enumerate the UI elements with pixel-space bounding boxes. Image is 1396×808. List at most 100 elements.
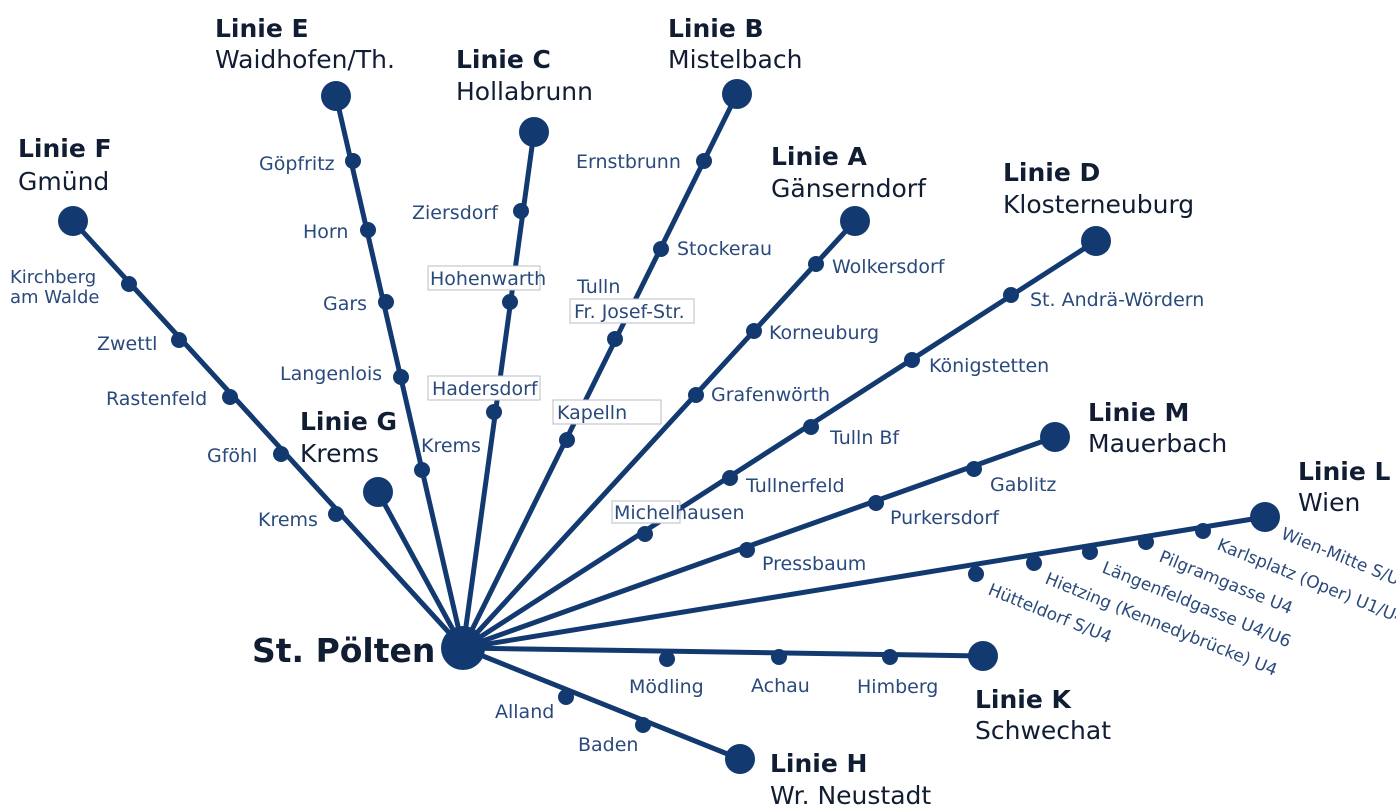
station-dot <box>378 294 394 310</box>
station-dot <box>360 222 376 238</box>
station-dot <box>171 332 187 348</box>
station-dot <box>558 689 574 705</box>
route-line-a <box>460 218 858 651</box>
station-dot <box>328 506 344 522</box>
station-label: Zwettl <box>97 333 157 355</box>
route-line-h <box>460 645 743 762</box>
station-label: Grafenwörth <box>711 384 830 406</box>
station-dot <box>808 256 824 272</box>
line-a-name: Linie A <box>771 142 868 171</box>
station-label: Tulln <box>576 276 620 298</box>
line-a-destination: Gänserndorf <box>771 174 927 203</box>
station-dot <box>868 495 884 511</box>
terminus-dot-g <box>363 477 393 507</box>
station-dot <box>121 276 137 292</box>
station-label: Purkersdorf <box>890 507 1000 529</box>
station-dot <box>746 323 762 339</box>
line-g-destination: Krems <box>300 439 379 468</box>
terminus-dot-d <box>1081 226 1111 256</box>
station-dot <box>771 649 787 665</box>
station-dots <box>121 153 1211 733</box>
label-box-michelhausen <box>611 500 681 524</box>
station-label: Michelhausen <box>614 502 745 524</box>
terminus-dot-c <box>519 117 549 147</box>
station-dot <box>635 717 651 733</box>
station-label: Hohenwarth <box>430 268 546 290</box>
terminus-dot-m <box>1040 422 1070 452</box>
line-e-destination: Waidhofen/Th. <box>215 45 395 74</box>
line-c-destination: Hollabrunn <box>456 77 593 106</box>
station-dot <box>273 446 289 462</box>
station-dot <box>1003 287 1019 303</box>
station-dot <box>882 649 898 665</box>
route-line-k <box>460 645 986 659</box>
station-dot <box>968 566 984 582</box>
station-label: Himberg <box>857 676 938 698</box>
line-c-name: Linie C <box>456 45 551 74</box>
station-label: Königstetten <box>929 355 1049 377</box>
station-label: Mödling <box>629 676 704 698</box>
station-dot <box>502 294 518 310</box>
station-dot <box>688 387 704 403</box>
line-m-name: Linie M <box>1088 398 1189 427</box>
hub-dot <box>441 626 485 670</box>
label-box-kapelln <box>552 399 662 425</box>
station-label: Ziersdorf <box>412 202 499 224</box>
line-l-destination: Wien <box>1298 488 1360 517</box>
station-label: Fr. Josef-Str. <box>574 301 685 323</box>
station-dot <box>607 331 623 347</box>
route-line-g <box>375 489 466 651</box>
station-dot <box>966 461 982 477</box>
station-dot <box>722 470 738 486</box>
terminus-dot-l <box>1250 502 1280 532</box>
line-titles: Linie F Gmünd Linie E Waidhofen/Th. Lini… <box>18 14 1391 808</box>
station-label: Korneuburg <box>769 322 879 344</box>
station-dot <box>345 153 361 169</box>
station-label: Langenlois <box>280 363 382 385</box>
line-k-name: Linie K <box>975 685 1073 714</box>
station-dot <box>1195 523 1211 539</box>
line-g-name: Linie G <box>300 407 397 436</box>
line-h-name: Linie H <box>770 749 867 778</box>
station-label: Rastenfeld <box>106 388 207 410</box>
line-b-destination: Mistelbach <box>668 45 802 74</box>
terminus-dot-b <box>722 79 752 109</box>
line-b-name: Linie B <box>668 14 764 43</box>
station-label: Pressbaum <box>762 553 866 575</box>
station-label: Achau <box>751 675 810 697</box>
station-dot <box>904 352 920 368</box>
route-line-l <box>460 514 1268 651</box>
station-label-line: Kirchberg <box>10 267 96 288</box>
station-label: Stockerau <box>677 238 772 260</box>
line-l-name: Linie L <box>1298 457 1391 486</box>
station-label: Tullnerfeld <box>745 475 845 497</box>
route-line-m <box>460 434 1058 651</box>
station-label: Krems <box>421 435 481 457</box>
station-label: Hadersdorf <box>432 378 539 400</box>
station-dot <box>393 369 409 385</box>
station-dot <box>637 526 653 542</box>
line-d-name: Linie D <box>1003 158 1100 187</box>
terminus-dot-k <box>968 641 998 671</box>
label-box-hohenwarth <box>427 265 541 291</box>
station-label: Göpfritz <box>259 153 335 175</box>
station-label: Gars <box>323 293 367 315</box>
station-dot <box>414 462 430 478</box>
station-label: Horn <box>303 221 348 243</box>
line-m-destination: Mauerbach <box>1088 429 1227 458</box>
route-line-d <box>460 238 1099 651</box>
station-dot <box>559 432 575 448</box>
station-dot <box>486 404 502 420</box>
station-dot <box>659 651 675 667</box>
station-label: Wolkersdorf <box>832 256 946 278</box>
station-label: Krems <box>258 509 318 531</box>
station-label: St. Andrä-Wördern <box>1030 289 1204 311</box>
station-label: Gablitz <box>990 474 1056 496</box>
station-label: Alland <box>495 701 554 723</box>
terminus-dot-h <box>725 744 755 774</box>
terminus-dot-f <box>58 206 88 236</box>
line-d-destination: Klosterneuburg <box>1003 190 1194 219</box>
station-label: Ernstbrunn <box>576 151 681 173</box>
station-label: Tulln Bf <box>829 427 900 449</box>
